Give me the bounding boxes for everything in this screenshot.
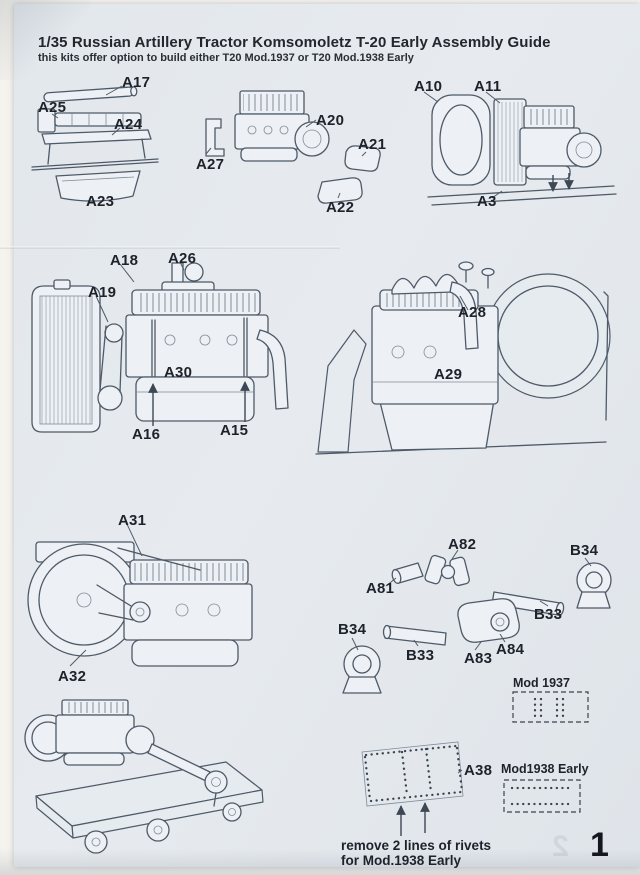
page-number: 1 xyxy=(590,826,609,864)
drawing-driveline-parts xyxy=(342,549,612,694)
part-label-a25: A25 xyxy=(38,99,67,116)
drawing-parts-a17-a25-a24-a23 xyxy=(31,85,159,202)
part-label-a11: A11 xyxy=(474,78,502,95)
part-label-a18: A18 xyxy=(110,252,139,269)
mod-1938-label: Mod1938 Early xyxy=(501,762,589,776)
rivet-note-line2: for Mod.1938 Early xyxy=(341,853,462,868)
paper-crease-horizontal xyxy=(0,246,340,249)
part-label-a28: A28 xyxy=(458,304,487,321)
part-label-a24: A24 xyxy=(114,116,143,133)
part-label-a26: A26 xyxy=(168,250,197,267)
part-label-a32: A32 xyxy=(58,668,87,685)
rivet-note-line1: remove 2 lines of rivets xyxy=(341,838,492,853)
page-subtitle: this kits offer option to build either T… xyxy=(38,52,414,64)
part-label-a15: A15 xyxy=(220,422,249,439)
part-label-b34-right: B34 xyxy=(570,542,599,559)
part-label-a29: A29 xyxy=(434,366,463,383)
drawing-engine-assembly-right-view xyxy=(27,521,253,667)
part-label-a10: A10 xyxy=(414,78,443,95)
part-label-a31: A31 xyxy=(118,512,147,529)
part-label-a38: A38 xyxy=(464,762,493,779)
part-label-a84: A84 xyxy=(496,641,525,658)
drawing-radiator-engine-a10-a11-a3 xyxy=(423,91,617,206)
drawing-engine-in-hull xyxy=(315,261,611,455)
part-label-a16: A16 xyxy=(132,426,161,443)
paper-crease-top-left xyxy=(0,0,90,80)
part-label-a3: A3 xyxy=(477,193,497,210)
part-label-a21: A21 xyxy=(358,136,387,153)
part-label-a82: A82 xyxy=(448,536,477,553)
drawing-engine-on-chassis xyxy=(24,699,264,854)
part-label-a30: A30 xyxy=(164,364,193,381)
mod-1937-label: Mod 1937 xyxy=(513,676,570,690)
drawing-engine-assembly-left-view xyxy=(31,261,289,433)
part-label-b33-left: B33 xyxy=(406,647,435,664)
part-label-a81: A81 xyxy=(366,580,395,597)
page-title: 1/35 Russian Artillery Tractor Komsomole… xyxy=(38,34,551,51)
drawing-engine-a20-a27-a21-a22 xyxy=(205,90,381,204)
part-label-b34-left: B34 xyxy=(338,621,367,638)
part-label-a17: A17 xyxy=(122,74,151,91)
part-label-a20: A20 xyxy=(316,112,345,129)
part-label-a83: A83 xyxy=(464,650,493,667)
part-label-a27: A27 xyxy=(196,156,225,173)
part-label-b33-right: B33 xyxy=(534,606,563,623)
drawing-hull-panels-mod-options xyxy=(361,691,589,836)
part-label-a19: A19 xyxy=(88,284,117,301)
part-label-a23: A23 xyxy=(86,193,115,210)
bleedthrough-page-number: 2 xyxy=(552,830,569,863)
part-label-a22: A22 xyxy=(326,199,355,216)
paper-crease-bottom xyxy=(0,849,640,875)
